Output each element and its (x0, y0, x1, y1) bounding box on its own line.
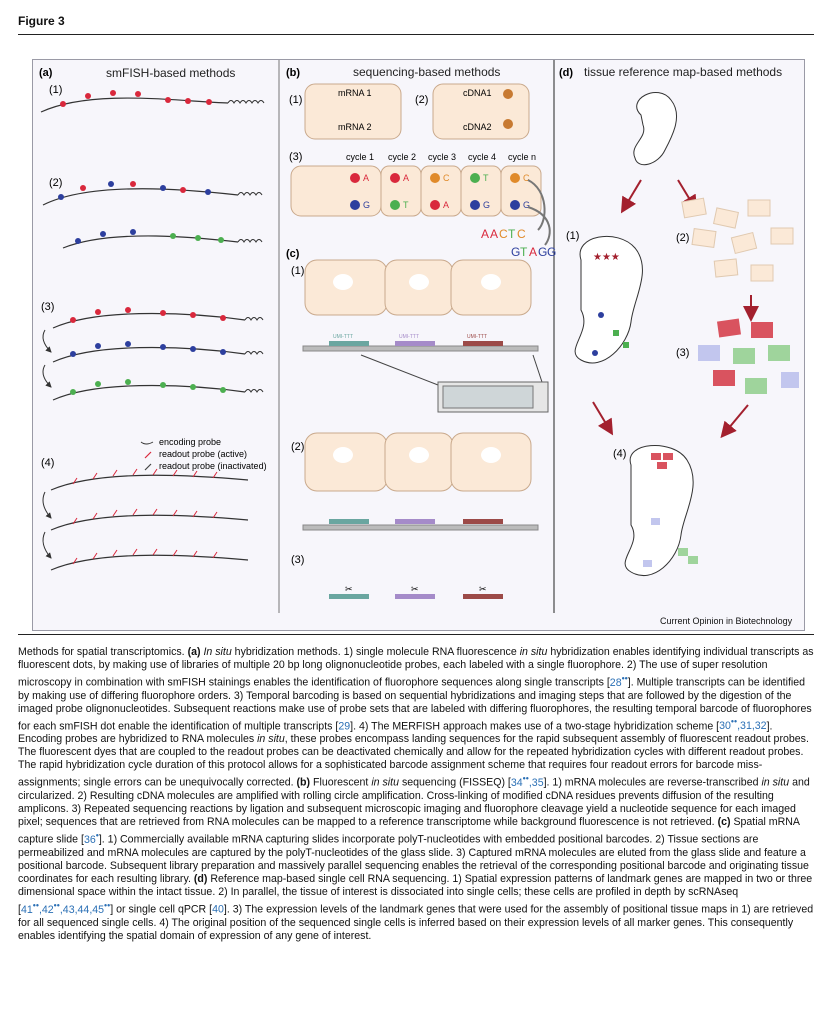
svg-text:G: G (538, 245, 547, 259)
scissors-icon: ✂ (345, 584, 353, 594)
svg-text:A: A (443, 200, 449, 210)
credit-text: Current Opinion in Biotechnology (660, 616, 793, 626)
slide-c2 (302, 519, 539, 531)
label-cdna1: cDNA1 (463, 88, 492, 98)
slide-c1 (302, 341, 539, 352)
panel-a-legend: encoding probe readout probe (active) re… (140, 437, 267, 471)
panel-c-step-1: (1) (291, 265, 304, 277)
panel-b-step-3: (3) (289, 151, 302, 163)
svg-text:UMI-TTT: UMI-TTT (467, 334, 487, 340)
svg-text:C: C (499, 227, 508, 241)
cycle-3: cycle 3 (428, 152, 456, 162)
cycle-n: cycle n (508, 152, 536, 162)
panel-a-step-3: (3) (41, 301, 54, 313)
svg-text:G: G (511, 245, 520, 259)
panel-c-letter: (c) (286, 248, 300, 260)
svg-text:G: G (523, 200, 530, 210)
label-cdna2: cDNA2 (463, 122, 492, 132)
svg-text:G: G (483, 200, 490, 210)
panel-d-title: tissue reference map-based methods (584, 65, 782, 79)
figure-panel: (a) smFISH-based methods (1) (2) (3) (4) (32, 59, 805, 631)
bottom-rule (18, 634, 814, 635)
figure-svg: (a) smFISH-based methods (1) (2) (3) (4) (39, 60, 799, 626)
cycle-bases: A A C T C G T A G G (363, 173, 530, 210)
panel-a-step-1: (1) (49, 84, 62, 96)
figure-title: Figure 3 (18, 14, 65, 28)
sequence-readout: A A C T C G T A G G (481, 227, 556, 259)
panel-a-letter: (a) (39, 67, 53, 79)
embryo-small (633, 91, 677, 166)
cycle-4: cycle 4 (468, 152, 496, 162)
svg-text:C: C (443, 173, 450, 183)
svg-text:C: C (523, 173, 530, 183)
svg-text:G: G (363, 200, 370, 210)
panel-b-letter: (b) (286, 67, 300, 79)
panel-b-title: sequencing-based methods (353, 65, 500, 79)
probe-dots-a (58, 90, 226, 395)
panel-c-step-2: (2) (291, 441, 304, 453)
svg-text:T: T (520, 245, 528, 259)
cycle-cells (290, 165, 542, 217)
svg-text:★★★: ★★★ (593, 252, 620, 263)
legend-readout-active: readout probe (active) (159, 449, 247, 459)
svg-text:T: T (508, 227, 516, 241)
scissors-icon: ✂ (411, 584, 419, 594)
top-rule (18, 34, 814, 35)
dissociated-cells (681, 197, 794, 282)
cycle-2: cycle 2 (388, 152, 416, 162)
svg-text:A: A (529, 245, 537, 259)
label-mrna2: mRNA 2 (338, 122, 372, 132)
panel-d-letter: (d) (559, 67, 573, 79)
tissue-cells-c1 (304, 259, 532, 316)
svg-text:T: T (483, 173, 489, 183)
svg-text:A: A (481, 227, 489, 241)
panel-a-step-2: (2) (49, 177, 62, 189)
panel-a-step-4: (4) (41, 457, 54, 469)
cell-b1 (304, 83, 402, 140)
panel-b-step-1: (1) (289, 94, 302, 106)
embryo-mapped (624, 444, 698, 577)
panel-a-title: smFISH-based methods (106, 66, 235, 80)
profiled-cells (698, 318, 799, 394)
panel-c-step-3: (3) (291, 554, 304, 566)
panel-d-step-3: (3) (676, 347, 689, 359)
svg-text:T: T (403, 200, 409, 210)
svg-text:UMI-TTT: UMI-TTT (399, 334, 419, 340)
cycle-1: cycle 1 (346, 152, 374, 162)
svg-text:A: A (403, 173, 409, 183)
svg-text:UMI-TTT: UMI-TTT (333, 334, 353, 340)
scissors-icon: ✂ (479, 584, 487, 594)
probe-labels-c1: UMI-TTT UMI-TTT UMI-TTT (333, 334, 487, 340)
cycle-labels: cycle 1 cycle 2 cycle 3 cycle 4 cycle n (346, 152, 536, 162)
embryo-reference: ★★★ (574, 235, 643, 364)
panel-d-step-1: (1) (566, 230, 579, 242)
readout-ticks-a (72, 468, 218, 565)
legend-readout-inactive: readout probe (inactivated) (159, 461, 267, 471)
svg-text:G: G (547, 245, 556, 259)
svg-text:A: A (363, 173, 369, 183)
tissue-cells-c2 (304, 432, 532, 492)
svg-text:C: C (517, 227, 526, 241)
figure-caption: Methods for spatial transcriptomics. (a)… (18, 646, 816, 943)
panel-b-step-2: (2) (415, 94, 428, 106)
legend-encoding-probe: encoding probe (159, 437, 221, 447)
panel-d-step-4: (4) (613, 448, 626, 460)
barcode-array (437, 381, 549, 413)
svg-text:A: A (490, 227, 498, 241)
rna-strands-a (40, 97, 265, 571)
slide-c3: ✂ ✂ ✂ (329, 584, 503, 599)
caption-text: Methods for spatial transcriptomics. (a)… (18, 646, 814, 942)
panel-d-step-2: (2) (676, 232, 689, 244)
label-mrna1: mRNA 1 (338, 88, 372, 98)
